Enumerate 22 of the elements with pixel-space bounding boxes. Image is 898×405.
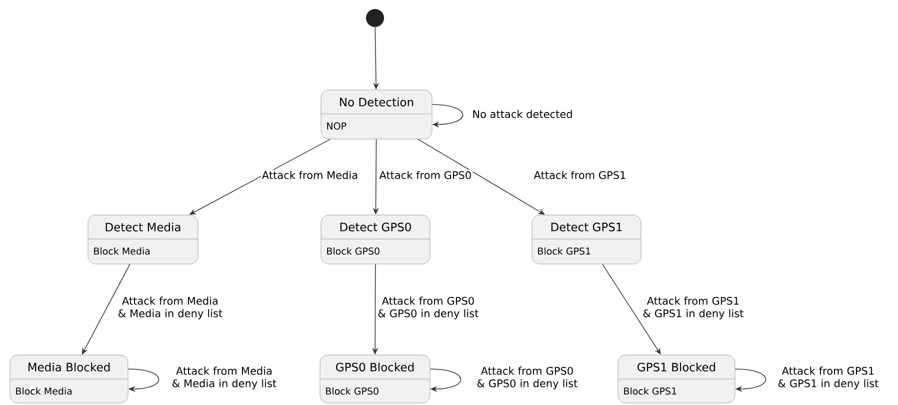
state-box: Detect Media Block Media [88, 214, 198, 264]
arrow [734, 368, 766, 392]
edge-label: Attack from Media [260, 170, 360, 180]
state-box: Detect GPS0 Block GPS0 [320, 214, 430, 264]
edge-label: No attack detected [471, 108, 574, 120]
edge-label: Attack from GPS0 & GPS0 in deny list [376, 296, 480, 320]
state-box: No Detection NOP [320, 90, 432, 140]
state-box: Detect GPS1 Block GPS1 [532, 214, 642, 264]
arrow [432, 104, 464, 128]
edge-label: Attack from GPS1 & GPS1 in deny list [641, 296, 746, 320]
start-dot [366, 9, 384, 27]
edge-label: Attack from GPS0 & GPS0 in deny list [475, 366, 580, 390]
arrow [430, 368, 462, 392]
state-box: GPS0 Blocked Block GPS0 [320, 354, 430, 404]
state-box: GPS1 Blocked Block GPS1 [618, 354, 736, 404]
edge-label: Attack from GPS1 & GPS1 in deny list [776, 366, 880, 390]
edge-label: Attack from GPS1 [532, 170, 628, 180]
edge-label: Attack from GPS0 [378, 170, 473, 180]
state-box: Media Blocked Block Media [10, 354, 128, 404]
edge-label: Attack from Media & Media in deny list [170, 366, 278, 390]
edge-label: Attack from Media & Media in deny list [116, 296, 224, 320]
arrow [128, 368, 160, 392]
